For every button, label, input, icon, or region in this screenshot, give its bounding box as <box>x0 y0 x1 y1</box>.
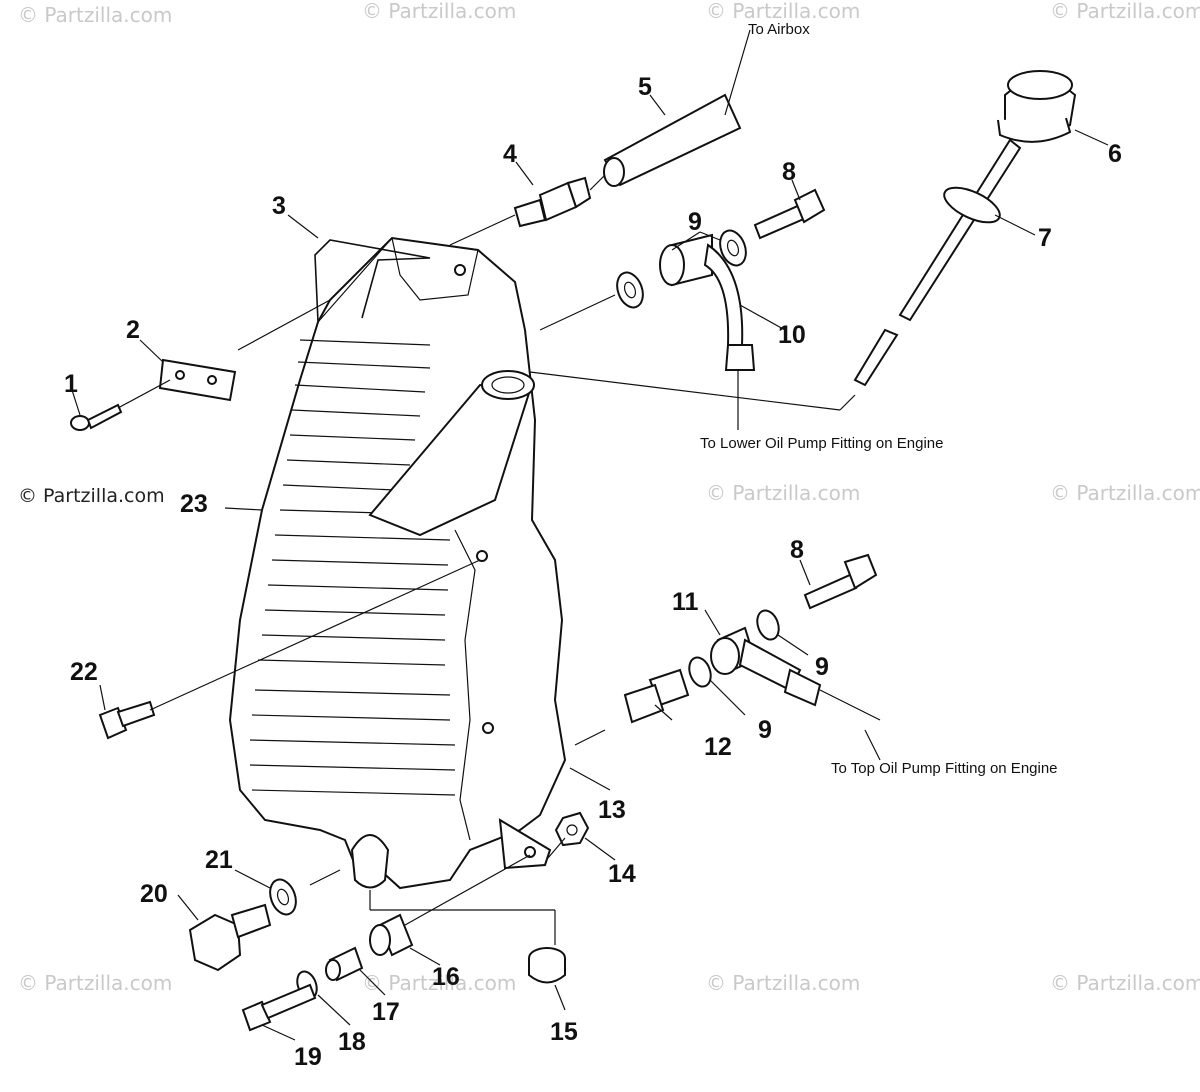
strap-part-3 <box>314 239 431 323</box>
callout-13: 13 <box>598 796 626 824</box>
callout-17: 17 <box>372 998 400 1026</box>
dipstick-cap-part-6 <box>853 70 1077 387</box>
watermark: © Partzilla.com <box>1050 481 1200 505</box>
watermark: © Partzilla.com <box>362 0 516 23</box>
bolt-part-19 <box>241 983 317 1032</box>
watermark: © Partzilla.com <box>1050 971 1200 995</box>
bolt-part-8-lower <box>803 553 878 610</box>
watermark: © Partzilla.com <box>1050 0 1200 23</box>
callout-3: 3 <box>272 192 286 220</box>
callout-12: 12 <box>704 733 732 761</box>
callout-9: 9 <box>815 653 829 681</box>
washer-part-21 <box>269 878 297 916</box>
callout-10: 10 <box>778 321 806 349</box>
watermark: © Partzilla.com <box>706 481 860 505</box>
callout-18: 18 <box>338 1028 366 1056</box>
watermark-layer: © Partzilla.com © Partzilla.com © Partzi… <box>18 0 1200 995</box>
banjo-fitting-part-11 <box>710 626 822 707</box>
callout-19: 19 <box>294 1043 322 1071</box>
spacer-part-17 <box>325 946 364 982</box>
watermark: © Partzilla.com <box>362 971 516 995</box>
watermark: © Partzilla.com <box>18 971 172 995</box>
callout-8: 8 <box>782 158 796 186</box>
callout-21: 21 <box>205 846 233 874</box>
callout-5: 5 <box>638 73 652 101</box>
oil-tank <box>228 236 567 890</box>
callout-1: 1 <box>64 370 78 398</box>
callout-14: 14 <box>608 860 636 888</box>
callout-15: 15 <box>550 1018 578 1046</box>
watermark: © Partzilla.com <box>18 3 172 27</box>
screw-part-1 <box>70 403 123 431</box>
tank-fins <box>249 339 456 796</box>
bolt-part-8-upper <box>753 188 826 240</box>
callout-numbers: 1 2 3 4 5 6 7 8 9 10 23 8 11 9 22 12 9 1… <box>64 73 1122 1071</box>
nut-part-14 <box>554 811 590 847</box>
callout-8: 8 <box>790 536 804 564</box>
callout-23: 23 <box>180 490 208 518</box>
watermark: © Partzilla.com <box>706 0 860 23</box>
callout-2: 2 <box>126 316 140 344</box>
vent-hose-part-5 <box>603 93 742 187</box>
bolt-part-22 <box>98 700 156 740</box>
banjo-fitting-part-10 <box>659 233 756 371</box>
drain-bolt-part-20 <box>188 903 272 972</box>
note-to-top-oil-pump: To Top Oil Pump Fitting on Engine <box>831 760 1058 777</box>
washer-part-9-c <box>688 609 780 688</box>
bushing-part-16 <box>369 913 414 957</box>
callout-9: 9 <box>758 716 772 744</box>
callout-22: 22 <box>70 658 98 686</box>
washer-part-9-b <box>616 271 644 309</box>
callout-7: 7 <box>1038 224 1052 252</box>
leader-lines <box>71 29 1109 1041</box>
washer-part-9-a <box>719 229 747 267</box>
plate-part-2 <box>158 358 237 402</box>
callout-16: 16 <box>432 963 460 991</box>
callout-11: 11 <box>672 588 699 616</box>
grommet-part-15 <box>528 947 566 984</box>
note-to-airbox: To Airbox <box>748 21 810 38</box>
callout-20: 20 <box>140 880 168 908</box>
sensor-part-12 <box>623 668 690 724</box>
callout-6: 6 <box>1108 140 1122 168</box>
callout-9: 9 <box>688 208 702 236</box>
vent-fitting-part-4 <box>513 176 592 228</box>
watermark: © Partzilla.com <box>706 971 860 995</box>
callout-4: 4 <box>503 140 517 168</box>
note-to-lower-oil-pump: To Lower Oil Pump Fitting on Engine <box>700 435 943 452</box>
partzilla-logo: © Partzilla.com <box>18 485 165 507</box>
